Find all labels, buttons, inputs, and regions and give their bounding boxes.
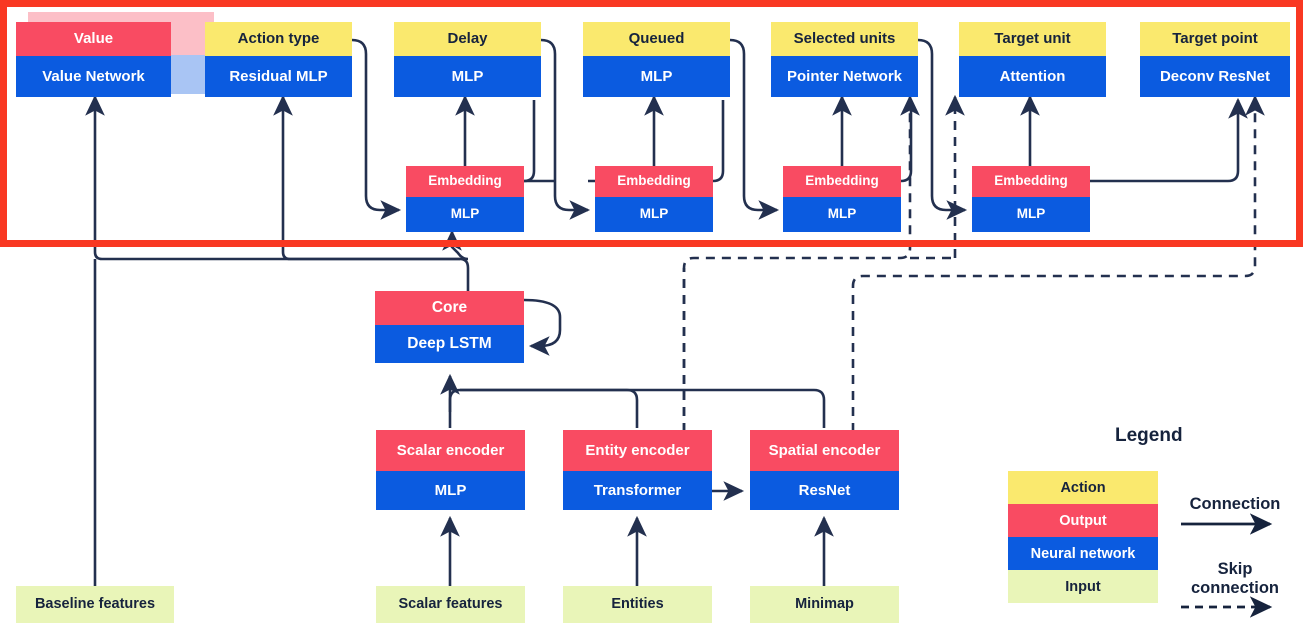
node-embedding-3-output-label: Embedding xyxy=(783,166,901,197)
node-selected-units-action-label: Selected units xyxy=(771,22,918,56)
node-action-type-network-label: Residual MLP xyxy=(205,56,352,97)
node-entity-encoder-network-label: Transformer xyxy=(563,471,712,510)
node-input-scalar-features-label: Scalar features xyxy=(376,586,525,623)
node-delay[interactable]: Delay MLP xyxy=(394,22,541,97)
node-target-unit-network-label: Attention xyxy=(959,56,1106,97)
node-queued[interactable]: Queued MLP xyxy=(583,22,730,97)
node-embedding-2[interactable]: Embedding MLP xyxy=(595,166,713,232)
node-embedding-4[interactable]: Embedding MLP xyxy=(972,166,1090,232)
node-input-entities-label: Entities xyxy=(563,586,712,623)
legend-swatch-output: Output xyxy=(1008,504,1158,537)
legend-connection-label: Connection xyxy=(1189,495,1281,513)
legend: Legend Action Output Neural network Inpu… xyxy=(960,415,1303,629)
legend-swatch-stack: Action Output Neural network Input xyxy=(1008,471,1158,603)
legend-skip-label-line1: Skip xyxy=(1217,560,1253,578)
node-spatial-encoder-output-label: Spatial encoder xyxy=(750,430,899,471)
node-entity-encoder[interactable]: Entity encoder Transformer xyxy=(563,430,712,510)
node-core[interactable]: Core Deep LSTM xyxy=(375,291,524,363)
node-scalar-encoder[interactable]: Scalar encoder MLP xyxy=(376,430,525,510)
node-embedding-1-output-label: Embedding xyxy=(406,166,524,197)
node-queued-network-label: MLP xyxy=(583,56,730,97)
node-spatial-encoder[interactable]: Spatial encoder ResNet xyxy=(750,430,899,510)
node-action-type[interactable]: Action type Residual MLP xyxy=(205,22,352,97)
node-selected-units-network-label: Pointer Network xyxy=(771,56,918,97)
node-value[interactable]: Value Value Network xyxy=(16,22,171,97)
node-target-point[interactable]: Target point Deconv ResNet xyxy=(1140,22,1290,97)
node-value-output-label: Value xyxy=(16,22,171,56)
legend-swatch-neural-network: Neural network xyxy=(1008,537,1158,570)
legend-swatch-action: Action xyxy=(1008,471,1158,504)
node-input-scalar-features[interactable]: Scalar features xyxy=(376,586,525,623)
node-embedding-4-network-label: MLP xyxy=(972,197,1090,232)
node-scalar-encoder-network-label: MLP xyxy=(376,471,525,510)
node-target-point-network-label: Deconv ResNet xyxy=(1140,56,1290,97)
legend-arrow-icons xyxy=(1181,513,1273,618)
node-embedding-2-output-label: Embedding xyxy=(595,166,713,197)
node-embedding-1-network-label: MLP xyxy=(406,197,524,232)
node-input-baseline-features[interactable]: Baseline features xyxy=(16,586,174,623)
node-input-minimap[interactable]: Minimap xyxy=(750,586,899,623)
node-input-baseline-features-label: Baseline features xyxy=(16,586,174,623)
node-embedding-4-output-label: Embedding xyxy=(972,166,1090,197)
node-delay-action-label: Delay xyxy=(394,22,541,56)
node-target-unit-action-label: Target unit xyxy=(959,22,1106,56)
node-target-point-action-label: Target point xyxy=(1140,22,1290,56)
node-embedding-3-network-label: MLP xyxy=(783,197,901,232)
node-queued-action-label: Queued xyxy=(583,22,730,56)
node-core-network-label: Deep LSTM xyxy=(375,325,524,363)
node-scalar-encoder-output-label: Scalar encoder xyxy=(376,430,525,471)
node-target-unit[interactable]: Target unit Attention xyxy=(959,22,1106,97)
node-delay-network-label: MLP xyxy=(394,56,541,97)
legend-swatch-input: Input xyxy=(1008,570,1158,603)
node-embedding-2-network-label: MLP xyxy=(595,197,713,232)
node-value-network-label: Value Network xyxy=(16,56,171,97)
node-spatial-encoder-network-label: ResNet xyxy=(750,471,899,510)
node-embedding-3[interactable]: Embedding MLP xyxy=(783,166,901,232)
legend-skip-label-line2: connection xyxy=(1190,579,1279,597)
node-embedding-1[interactable]: Embedding MLP xyxy=(406,166,524,232)
node-entity-encoder-output-label: Entity encoder xyxy=(563,430,712,471)
node-input-minimap-label: Minimap xyxy=(750,586,899,623)
node-core-output-label: Core xyxy=(375,291,524,325)
node-input-entities[interactable]: Entities xyxy=(563,586,712,623)
node-action-type-action-label: Action type xyxy=(205,22,352,56)
node-selected-units[interactable]: Selected units Pointer Network xyxy=(771,22,918,97)
